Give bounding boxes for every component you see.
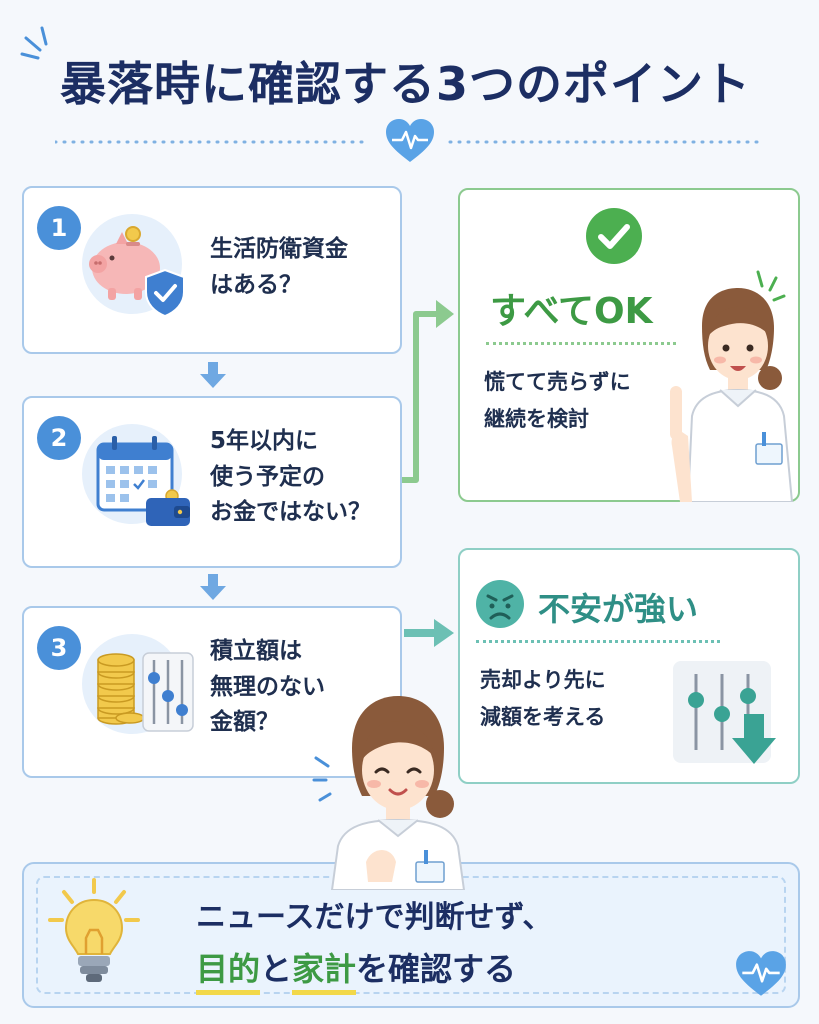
down-arrow-icon bbox=[200, 574, 226, 600]
worried-face-icon bbox=[476, 580, 524, 628]
ok-line-2: 継続を検討 bbox=[484, 406, 589, 431]
step-3-line-3: 金額？ bbox=[210, 709, 279, 736]
step-text-3: 積立額は 無理のない 金額？ bbox=[210, 634, 325, 741]
step-number-2: 2 bbox=[37, 416, 81, 460]
banner-connector: と bbox=[260, 950, 293, 988]
ok-divider bbox=[486, 342, 676, 345]
wallet-icon bbox=[146, 489, 190, 526]
nurse-illustration bbox=[670, 270, 794, 502]
step-text-2: 5年以内に 使う予定の お金ではない？ bbox=[210, 424, 371, 531]
step-number-1: 1 bbox=[37, 206, 81, 250]
step-1-line-1: 生活防衛資金 bbox=[210, 236, 348, 262]
anxious-divider bbox=[476, 640, 720, 643]
calendar-icon bbox=[96, 436, 174, 512]
heart-pulse-icon bbox=[386, 119, 434, 162]
ok-line-1: 慌てて売らずに bbox=[484, 370, 631, 394]
title-divider bbox=[55, 140, 765, 144]
anxious-title: 不安が強い bbox=[538, 590, 699, 628]
sparkle-icon bbox=[20, 26, 48, 60]
banner-line-2: 目的と家計を確認する bbox=[196, 944, 517, 995]
page-title: 暴落時に確認する3つのポイント bbox=[60, 57, 752, 111]
piggy-bank-icon bbox=[89, 226, 160, 300]
step-text-1: 生活防衛資金 はある？ bbox=[210, 232, 348, 303]
anxious-text: 売却より先に 減額を考える bbox=[480, 662, 606, 736]
connector-to-anxious bbox=[404, 619, 454, 647]
down-arrow-icon bbox=[732, 714, 776, 764]
ok-text: 慌てて売らずに 継続を検討 bbox=[484, 364, 631, 438]
nurse-illustration bbox=[312, 696, 466, 890]
anxious-line-2: 減額を考える bbox=[480, 704, 606, 729]
step-3-line-2: 無理のない bbox=[210, 673, 325, 700]
sliders-icon bbox=[142, 652, 194, 732]
highlight-purpose: 目的 bbox=[196, 950, 261, 995]
anxious-line-1: 売却より先に bbox=[480, 668, 606, 692]
step-2-line-3: お金ではない？ bbox=[210, 499, 371, 526]
down-arrow-icon bbox=[200, 362, 226, 388]
step-3-line-1: 積立額は bbox=[210, 638, 302, 664]
check-circle-icon bbox=[586, 208, 642, 264]
banner-tail: を確認する bbox=[356, 950, 517, 988]
coins-icon bbox=[97, 653, 145, 725]
step-2-line-2: 使う予定の bbox=[210, 463, 325, 490]
step-2-line-1: 5年以内に bbox=[210, 428, 319, 454]
connector-to-ok bbox=[402, 300, 454, 483]
heart-pulse-icon bbox=[736, 951, 786, 996]
light-bulb-icon bbox=[48, 878, 140, 982]
shield-check-icon bbox=[145, 268, 185, 318]
step-1-line-2: はある？ bbox=[210, 271, 302, 298]
banner-line-1: ニュースだけで判断せず、 bbox=[196, 900, 553, 935]
ok-title: すべてOK bbox=[490, 291, 653, 332]
step-number-3: 3 bbox=[37, 626, 81, 670]
highlight-household: 家計 bbox=[292, 950, 357, 995]
